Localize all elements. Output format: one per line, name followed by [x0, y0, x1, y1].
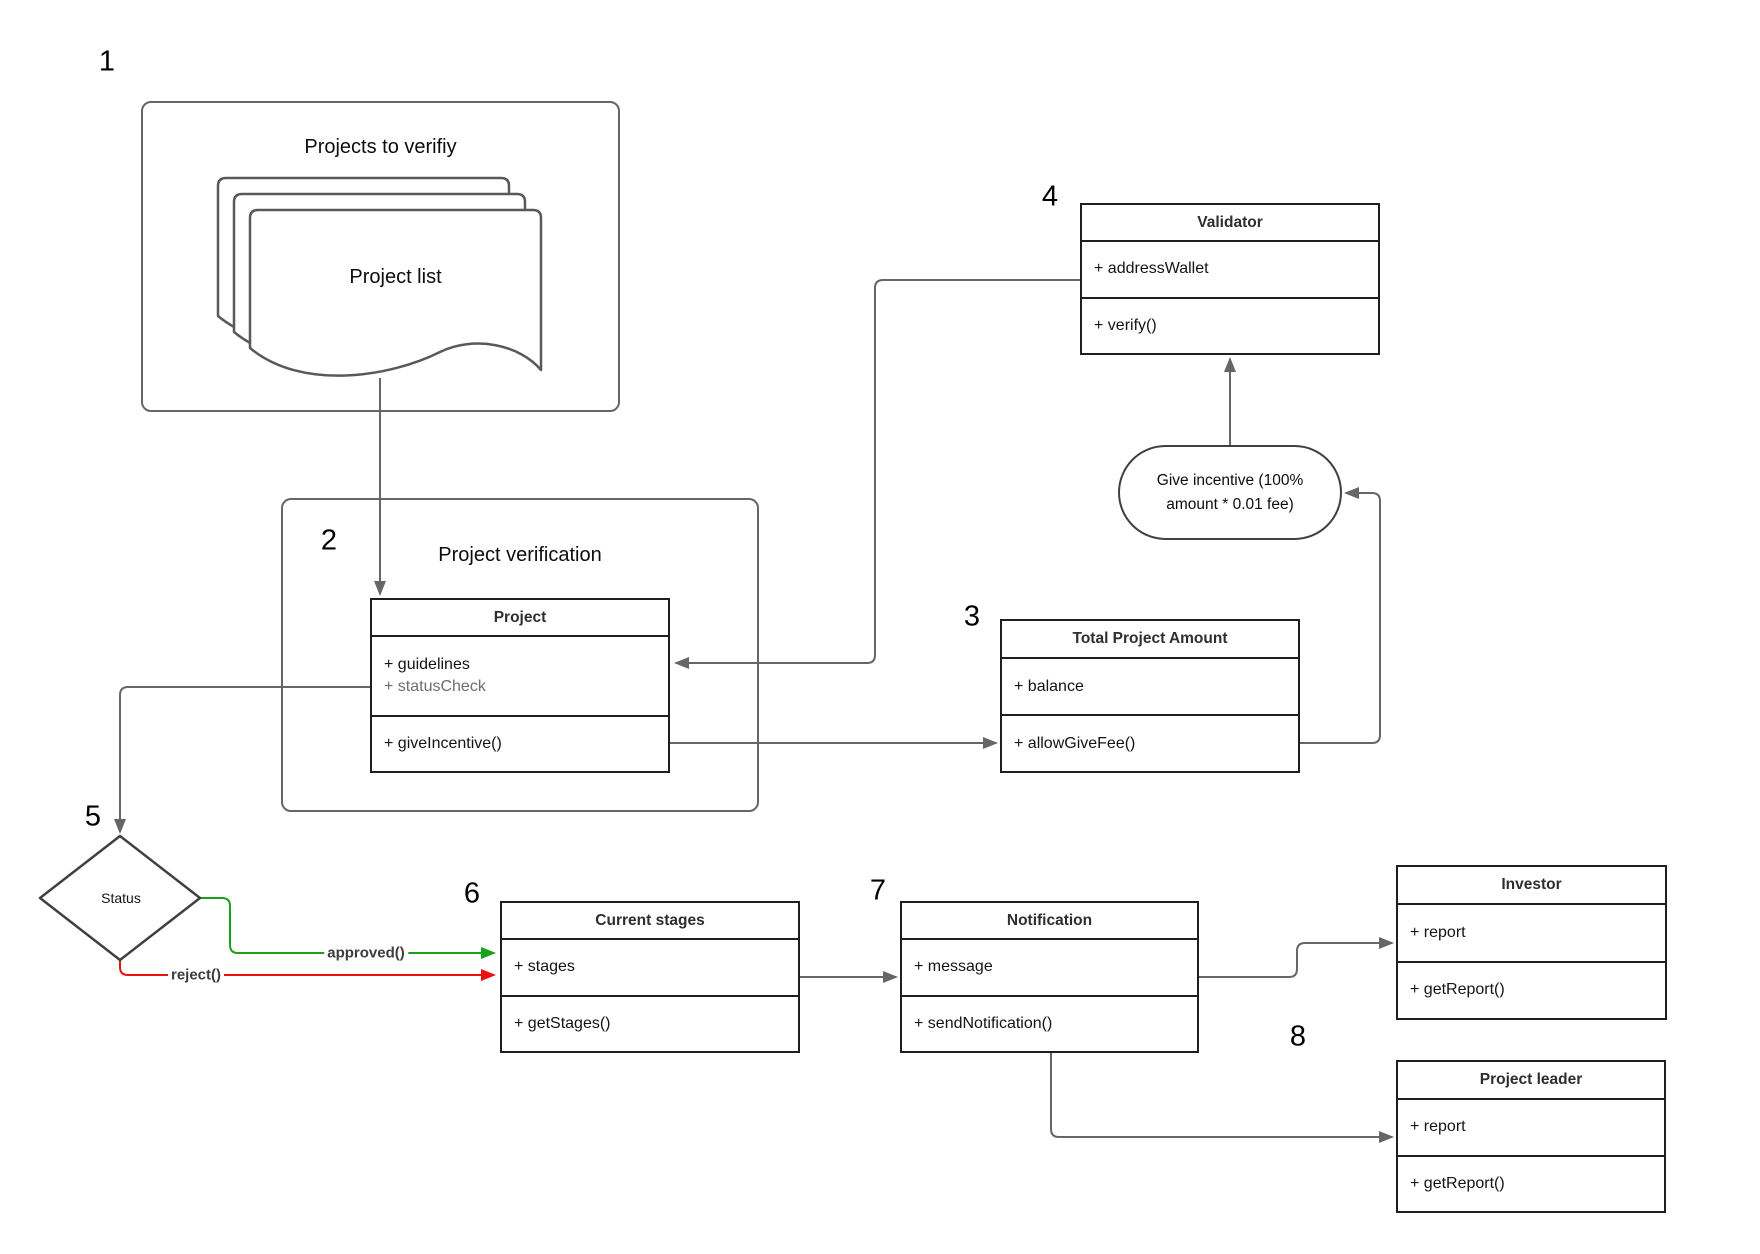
class-methods: + getReport()	[1398, 960, 1665, 1019]
class-box-investor: Investor + report + getReport()	[1396, 865, 1667, 1020]
frame-projects-to-verify	[141, 101, 620, 412]
class-title: Validator	[1197, 213, 1263, 231]
step-number-1: 1	[98, 45, 116, 78]
class-box-total-project-amount: Total Project Amount + balance + allowGi…	[1000, 619, 1300, 773]
attribute: + report	[1410, 923, 1466, 941]
attribute: + stages	[514, 958, 575, 976]
class-methods: + giveIncentive()	[372, 715, 668, 771]
frame-title-projects-to-verify: Projects to verifiy	[304, 136, 457, 158]
class-attributes: + report	[1398, 903, 1665, 961]
step-number-8: 8	[1289, 1020, 1307, 1053]
method: + getReport()	[1410, 981, 1505, 999]
step-number-3: 3	[963, 600, 981, 633]
class-title: Current stages	[595, 911, 705, 929]
connector-validator-to-project	[674, 279, 1080, 669]
method: + allowGiveFee()	[1014, 734, 1136, 752]
step-number-4: 4	[1041, 180, 1059, 213]
class-title: Project leader	[1479, 1071, 1583, 1088]
class-box-current-stages: Current stages + stages + getStages()	[500, 901, 800, 1053]
class-methods: + getStages()	[502, 994, 798, 1052]
step-number-7: 7	[869, 874, 887, 907]
frame-project-verification	[281, 498, 759, 812]
class-attributes: + message	[902, 938, 1197, 995]
give-incentive-note: Give incentive (100% amount * 0.01 fee)	[1118, 445, 1342, 540]
class-methods: + getReport()	[1398, 1154, 1664, 1212]
class-box-notification: Notification + message + sendNotificatio…	[900, 901, 1199, 1053]
method: + getStages()	[514, 1014, 611, 1032]
approved-edge-label: approved()	[324, 944, 408, 962]
connector-status-approved	[200, 897, 496, 959]
connector-totalamount-to-incentive	[1300, 487, 1381, 744]
class-box-validator: Validator + addressWallet + verify()	[1080, 203, 1380, 355]
class-attributes: + stages	[502, 938, 798, 995]
attribute: + addressWallet	[1094, 260, 1209, 278]
step-number-6: 6	[463, 877, 481, 910]
project-list-label: Project list	[349, 266, 442, 288]
class-title: Notification	[1006, 911, 1093, 929]
class-box-project-leader: Project leader + report + getReport()	[1396, 1060, 1666, 1213]
attribute: + balance	[1014, 677, 1084, 695]
document-sheet-front	[248, 208, 543, 377]
attribute: + message	[914, 958, 993, 976]
method: + giveIncentive()	[384, 735, 502, 752]
method: + sendNotification()	[914, 1014, 1053, 1032]
class-methods: + verify()	[1082, 296, 1378, 354]
status-decision-label: Status	[101, 890, 141, 906]
method: + getReport()	[1410, 1174, 1505, 1192]
frame-title-project-verification: Project verification	[438, 544, 602, 566]
connector-project-to-status	[114, 686, 370, 834]
class-methods: + allowGiveFee()	[1002, 714, 1298, 771]
class-attributes: + guidelines + statusCheck	[372, 635, 668, 715]
decision-diamond	[38, 834, 202, 962]
method: + verify()	[1094, 316, 1157, 334]
give-incentive-line1: Give incentive (100%	[1156, 471, 1304, 489]
connector-notification-to-projectleader	[1050, 1053, 1394, 1143]
class-attributes: + balance	[1002, 657, 1298, 714]
reject-edge-label: reject()	[167, 966, 225, 984]
class-attributes: + addressWallet	[1082, 240, 1378, 297]
step-number-5: 5	[84, 800, 102, 833]
class-box-project: Project + guidelines + statusCheck + giv…	[370, 598, 670, 773]
give-incentive-line2: amount * 0.01 fee)	[1166, 495, 1294, 513]
class-title: Project	[493, 608, 547, 626]
attribute: + guidelines	[384, 656, 470, 673]
connector-status-reject	[119, 960, 496, 981]
attribute: + statusCheck	[384, 678, 486, 695]
class-title: Investor	[1501, 876, 1562, 893]
class-methods: + sendNotification()	[902, 994, 1197, 1052]
connector-notification-to-investor	[1199, 937, 1394, 978]
attribute: + report	[1410, 1118, 1466, 1136]
class-attributes: + report	[1398, 1098, 1664, 1155]
class-title: Total Project Amount	[1072, 630, 1228, 647]
step-number-2: 2	[320, 524, 338, 557]
